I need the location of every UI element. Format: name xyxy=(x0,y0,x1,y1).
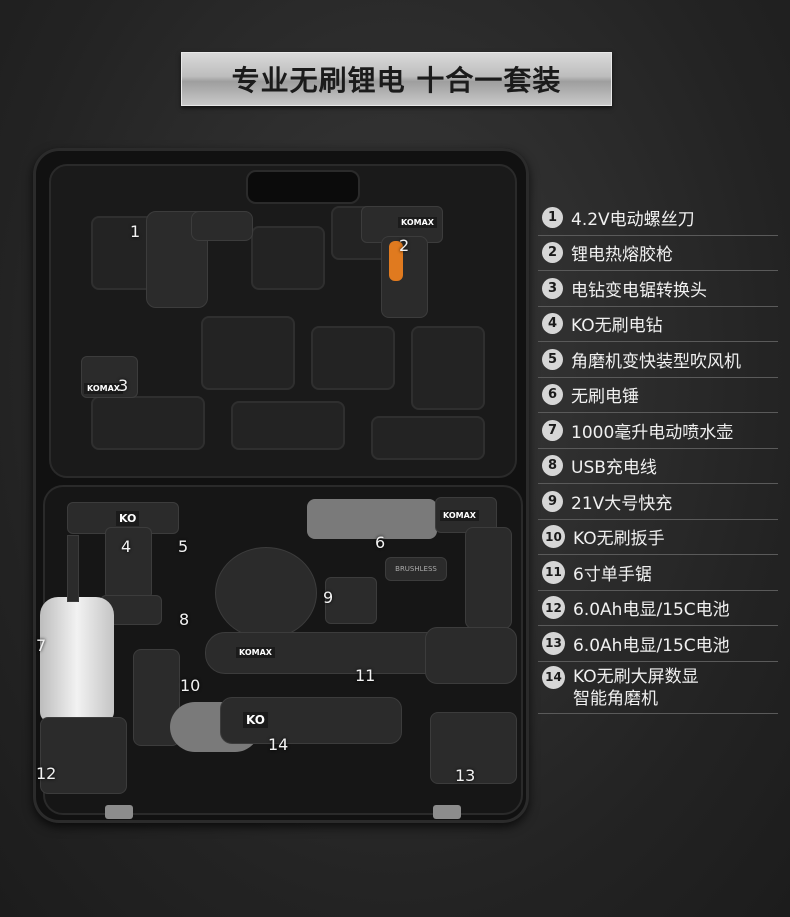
item-label: KO无刷大屏数显 xyxy=(573,666,699,687)
item-label: 电钻变电锯转换头 xyxy=(571,280,707,301)
banner-title: 专业无刷锂电 十合一套装 xyxy=(231,64,562,97)
item-label: USB充电线 xyxy=(571,458,657,479)
item-label-group: KO无刷大屏数显 智能角磨机 xyxy=(573,666,699,710)
callout-1: 1 xyxy=(130,222,141,241)
charger xyxy=(325,577,377,624)
list-item: 11 6寸单手锯 xyxy=(538,555,778,591)
item-number-badge: 9 xyxy=(542,490,563,512)
impact-wrench xyxy=(133,649,180,746)
list-item: 8 USB充电线 xyxy=(538,449,778,484)
callout-7: 7 xyxy=(36,636,47,655)
item-number-badge: 10 xyxy=(542,525,565,549)
item-label: 无刷电锤 xyxy=(571,387,639,408)
item-number-badge: 2 xyxy=(542,242,563,264)
drill-handle xyxy=(105,527,152,599)
item-label: 21V大号快充 xyxy=(571,493,673,514)
glue-gun-trigger xyxy=(389,241,403,281)
lid-recess xyxy=(371,416,485,460)
list-item: 13 6.0Ah电显/15C电池 xyxy=(538,626,778,662)
item-label: KO无刷扳手 xyxy=(573,529,665,550)
lid-recess xyxy=(251,226,325,290)
tool-case-image: KOMAX KOMAX KO KOMAX BRUSHLESS KOMAX K xyxy=(33,148,529,823)
callout-12: 12 xyxy=(36,764,57,783)
item-label: 角磨机变快装型吹风机 xyxy=(571,351,741,372)
callout-6: 6 xyxy=(375,533,386,552)
list-item: 5 角磨机变快装型吹风机 xyxy=(538,342,778,378)
callout-14: 14 xyxy=(268,735,289,754)
lid-recess xyxy=(201,316,295,390)
item-number-badge: 5 xyxy=(542,348,563,370)
spray-bottle xyxy=(40,597,114,722)
lid-recess xyxy=(311,326,395,390)
case-base: KO KOMAX BRUSHLESS KOMAX KO xyxy=(40,485,523,819)
callout-5: 5 xyxy=(178,537,189,556)
list-item: 9 21V大号快充 xyxy=(538,484,778,520)
battery-13 xyxy=(430,712,517,784)
brushless-badge: BRUSHLESS xyxy=(385,557,447,581)
hammer-drill-body xyxy=(307,499,437,539)
title-banner: 专业无刷锂电 十合一套装 xyxy=(181,52,612,106)
list-item: 2 锂电热熔胶枪 xyxy=(538,236,778,271)
item-number-badge: 1 xyxy=(542,206,563,228)
lid-recess xyxy=(231,401,345,450)
callout-9: 9 xyxy=(323,588,334,607)
list-item: 10 KO无刷扳手 xyxy=(538,520,778,555)
latch-left xyxy=(105,805,133,819)
spray-nozzle xyxy=(67,535,79,602)
item-label: 6.0Ah电显/15C电池 xyxy=(573,600,730,621)
item-label: 1000毫升电动喷水壶 xyxy=(571,422,734,443)
item-number-badge: 3 xyxy=(542,277,563,299)
item-label: 4.2V电动螺丝刀 xyxy=(571,209,695,230)
list-item: 1 4.2V电动螺丝刀 xyxy=(538,200,778,236)
ko-label: KO xyxy=(243,712,268,728)
chainsaw-bar: KOMAX xyxy=(205,632,457,674)
screwdriver-head xyxy=(191,211,253,241)
callout-11: 11 xyxy=(355,666,376,685)
item-number-badge: 8 xyxy=(542,455,563,477)
glue-gun-handle xyxy=(381,236,428,318)
latch-right xyxy=(433,805,461,819)
hammer-drill-handle xyxy=(465,527,512,629)
case-lid: KOMAX KOMAX xyxy=(49,164,517,478)
item-label: KO无刷电钻 xyxy=(571,316,663,337)
list-item: 7 1000毫升电动喷水壶 xyxy=(538,413,778,449)
item-label: 锂电热熔胶枪 xyxy=(571,245,673,266)
list-item: 6 无刷电锤 xyxy=(538,378,778,413)
lid-recess xyxy=(91,216,155,290)
contents-list: 1 4.2V电动螺丝刀 2 锂电热熔胶枪 3 电钻变电锯转换头 4 KO无刷电钻… xyxy=(538,200,778,714)
battery-12 xyxy=(40,717,127,794)
item-number-badge: 13 xyxy=(542,631,565,655)
item-number-badge: 14 xyxy=(542,665,565,689)
callout-8: 8 xyxy=(179,610,190,629)
brand-label: KOMAX xyxy=(440,510,479,521)
brand-label: KOMAX xyxy=(236,647,275,658)
callout-10: 10 xyxy=(180,676,201,695)
saw-adapter: KOMAX xyxy=(81,356,138,398)
callout-13: 13 xyxy=(455,766,476,785)
item-label: 6寸单手锯 xyxy=(573,564,652,585)
callout-2: 2 xyxy=(399,236,410,255)
item-number-badge: 12 xyxy=(542,596,565,620)
chainsaw-motor xyxy=(425,627,517,684)
angle-grinder-body: KO xyxy=(220,697,402,744)
handle-slot xyxy=(246,170,360,204)
item-label: 6.0Ah电显/15C电池 xyxy=(573,635,730,656)
list-item: 12 6.0Ah电显/15C电池 xyxy=(538,591,778,626)
callout-4: 4 xyxy=(121,537,132,556)
item-label-line2: 智能角磨机 xyxy=(573,688,658,709)
item-number-badge: 6 xyxy=(542,384,563,406)
callout-3: 3 xyxy=(118,376,129,395)
blower-fan xyxy=(215,547,317,639)
list-item: 3 电钻变电锯转换头 xyxy=(538,271,778,307)
list-item: 14 KO无刷大屏数显 智能角磨机 xyxy=(538,662,778,714)
ko-label: KO xyxy=(116,511,140,526)
brand-label: KOMAX xyxy=(398,217,437,228)
lid-recess xyxy=(411,326,485,410)
lid-recess xyxy=(91,396,205,450)
brand-label: KOMAX xyxy=(84,383,123,394)
item-number-badge: 11 xyxy=(542,560,565,584)
list-item: 4 KO无刷电钻 xyxy=(538,307,778,342)
item-number-badge: 4 xyxy=(542,313,563,335)
item-number-badge: 7 xyxy=(542,419,563,441)
